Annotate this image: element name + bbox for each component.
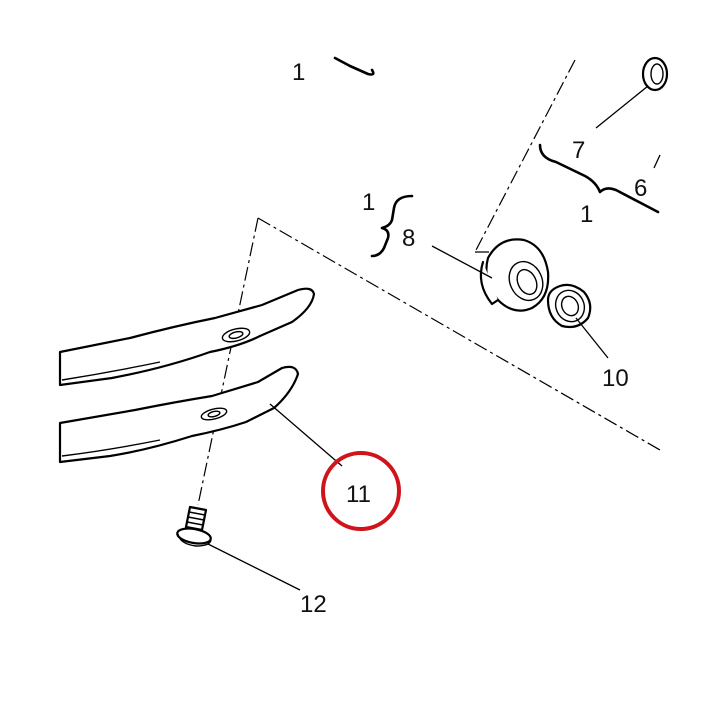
label-part-6: 6	[634, 175, 647, 202]
label-part-11: 11	[346, 481, 371, 508]
leader-part-11	[269, 403, 343, 467]
label-part-8: 8	[402, 225, 415, 252]
highlight-circle-part-11	[321, 451, 401, 531]
lower-blade-hole	[200, 407, 228, 421]
leader-part-10	[575, 317, 609, 359]
axis-bolt-vertical	[197, 217, 259, 506]
label-group-1-right: 1	[580, 201, 593, 228]
axis-main-diagonal	[257, 217, 661, 451]
part-10-bushing	[546, 283, 592, 329]
leader-part-12	[207, 543, 301, 591]
leader-part-7	[595, 85, 649, 129]
leader-part-6	[653, 154, 661, 169]
upper-blade	[58, 287, 316, 387]
label-part-10: 10	[602, 365, 629, 392]
part-12-bolt	[176, 505, 212, 547]
upper-blade-hole	[221, 327, 251, 343]
part-7-ring	[641, 56, 669, 92]
part-11-blade	[58, 365, 300, 464]
part-8-bearing	[479, 238, 550, 312]
label-part-12: 12	[300, 591, 327, 618]
axis-bearing-diagonal	[474, 59, 576, 253]
label-group-1-left: 1	[362, 189, 375, 216]
assembly-axes	[197, 59, 661, 506]
label-part-7: 7	[572, 137, 585, 164]
leader-lines	[207, 85, 649, 591]
label-top-1: 1	[292, 59, 305, 86]
top-bracket-fragment	[333, 56, 375, 76]
brace-group-7-6	[538, 143, 660, 214]
leader-part-8	[431, 245, 493, 279]
brace-group-8	[370, 194, 414, 258]
